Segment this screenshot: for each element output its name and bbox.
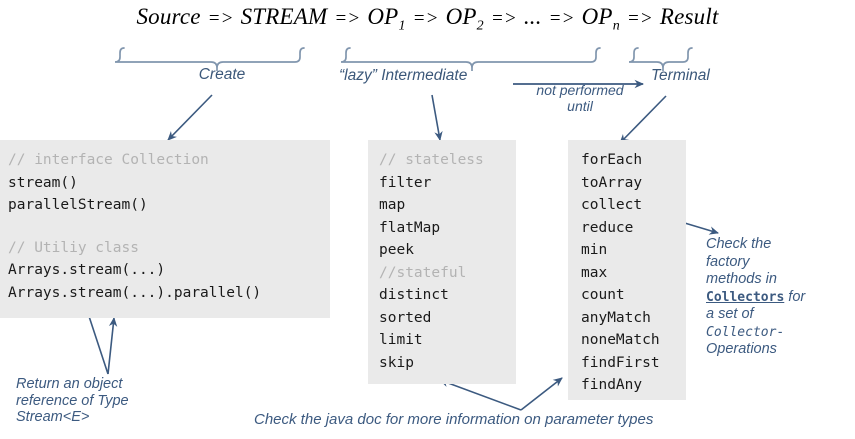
intermediate-operations-box: // stateless filter map flatMap peek //s… bbox=[368, 140, 516, 384]
formula-arrow-6: => bbox=[626, 8, 653, 29]
terminal-line-7: anyMatch bbox=[581, 309, 651, 326]
terminal-line-10: findAny bbox=[581, 377, 643, 393]
arrow-create-to-box bbox=[167, 94, 213, 141]
formula-arrow-3: => bbox=[412, 8, 439, 29]
terminal-line-8: noneMatch bbox=[581, 332, 660, 348]
arrow-intermediate-to-box bbox=[431, 94, 443, 141]
arrow-javadoc-to-terminal bbox=[520, 377, 563, 411]
intermediate-line-8: limit bbox=[379, 332, 423, 348]
terminal-line-1: toArray bbox=[581, 174, 643, 191]
terminal-line-2: collect bbox=[581, 197, 643, 213]
formula-op1-subscript: 1 bbox=[398, 18, 406, 34]
create-line-6: Arrays.stream(...).parallel() bbox=[8, 284, 262, 301]
intermediate-line-5: //stateful bbox=[379, 264, 467, 281]
formula-opn: OP bbox=[581, 4, 613, 29]
terminal-line-6: count bbox=[581, 287, 625, 303]
formula-source: Source bbox=[136, 4, 201, 29]
arrow-javadoc-to-intermediate bbox=[439, 379, 522, 411]
formula-arrow-1: => bbox=[207, 8, 234, 29]
intermediate-line-9: skip bbox=[379, 354, 414, 371]
create-line-1: stream() bbox=[8, 174, 78, 191]
collectors-line-7: Operations bbox=[706, 341, 777, 357]
formula-op2: OP bbox=[445, 4, 477, 29]
collectors-operation-prefix: Collector- bbox=[706, 324, 785, 340]
stream-pipeline-formula: Source => STREAM => OP1 => OP2 => ... =>… bbox=[0, 4, 855, 35]
formula-op1: OP bbox=[367, 4, 399, 29]
terminal-operations-box: forEach toArray collect reduce min max c… bbox=[568, 140, 686, 400]
collectors-line-3: methods in bbox=[706, 271, 777, 287]
formula-arrow-5: => bbox=[548, 8, 575, 29]
label-create: Create bbox=[198, 66, 246, 83]
formula-arrow-2: => bbox=[334, 8, 361, 29]
intermediate-line-1: filter bbox=[379, 174, 432, 191]
intermediate-line-4: peek bbox=[379, 242, 414, 258]
arrow-return-to-arrays-methods bbox=[107, 317, 118, 375]
create-line-4: // Utiliy class bbox=[8, 239, 139, 256]
label-not-performed-until: not performed until bbox=[536, 82, 624, 114]
terminal-line-0: forEach bbox=[581, 152, 643, 168]
create-line-2: parallelStream() bbox=[8, 197, 148, 213]
annotation-return-type: Return an object reference of Type Strea… bbox=[16, 376, 129, 425]
intermediate-line-7: sorted bbox=[379, 309, 432, 326]
intermediate-line-6: distinct bbox=[379, 287, 449, 303]
create-operations-box: // interface Collection stream() paralle… bbox=[0, 140, 330, 318]
create-line-5: Arrays.stream(...) bbox=[8, 262, 166, 278]
annotation-collectors: Check the factory methods in Collectors … bbox=[706, 236, 855, 359]
terminal-line-4: min bbox=[581, 242, 608, 258]
collectors-line-5: a set of bbox=[706, 306, 754, 322]
collectors-line-2: factory bbox=[706, 253, 750, 270]
terminal-line-3: reduce bbox=[581, 219, 634, 236]
collectors-class-name: Collectors bbox=[706, 289, 785, 305]
collectors-line-1: Check the bbox=[706, 236, 772, 252]
intermediate-line-0: // stateless bbox=[379, 152, 484, 168]
create-line-0: // interface Collection bbox=[8, 152, 209, 168]
terminal-line-9: findFirst bbox=[581, 354, 660, 371]
formula-ellipsis: ... bbox=[523, 4, 542, 29]
label-lazy-intermediate: “lazy” Intermediate bbox=[339, 67, 468, 84]
terminal-line-5: max bbox=[581, 264, 608, 281]
label-terminal: Terminal bbox=[651, 67, 710, 84]
intermediate-line-3: flatMap bbox=[379, 219, 441, 236]
formula-arrow-4: => bbox=[490, 8, 517, 29]
create-line-3 bbox=[8, 217, 330, 237]
formula-stream: STREAM bbox=[240, 4, 328, 29]
formula-result: Result bbox=[659, 4, 719, 29]
annotation-javadoc: Check the java doc for more information … bbox=[254, 411, 654, 428]
formula-opn-subscript: n bbox=[612, 18, 620, 34]
intermediate-line-2: map bbox=[379, 197, 406, 213]
formula-op2-subscript: 2 bbox=[476, 18, 484, 34]
collectors-after-term: for bbox=[784, 288, 806, 305]
